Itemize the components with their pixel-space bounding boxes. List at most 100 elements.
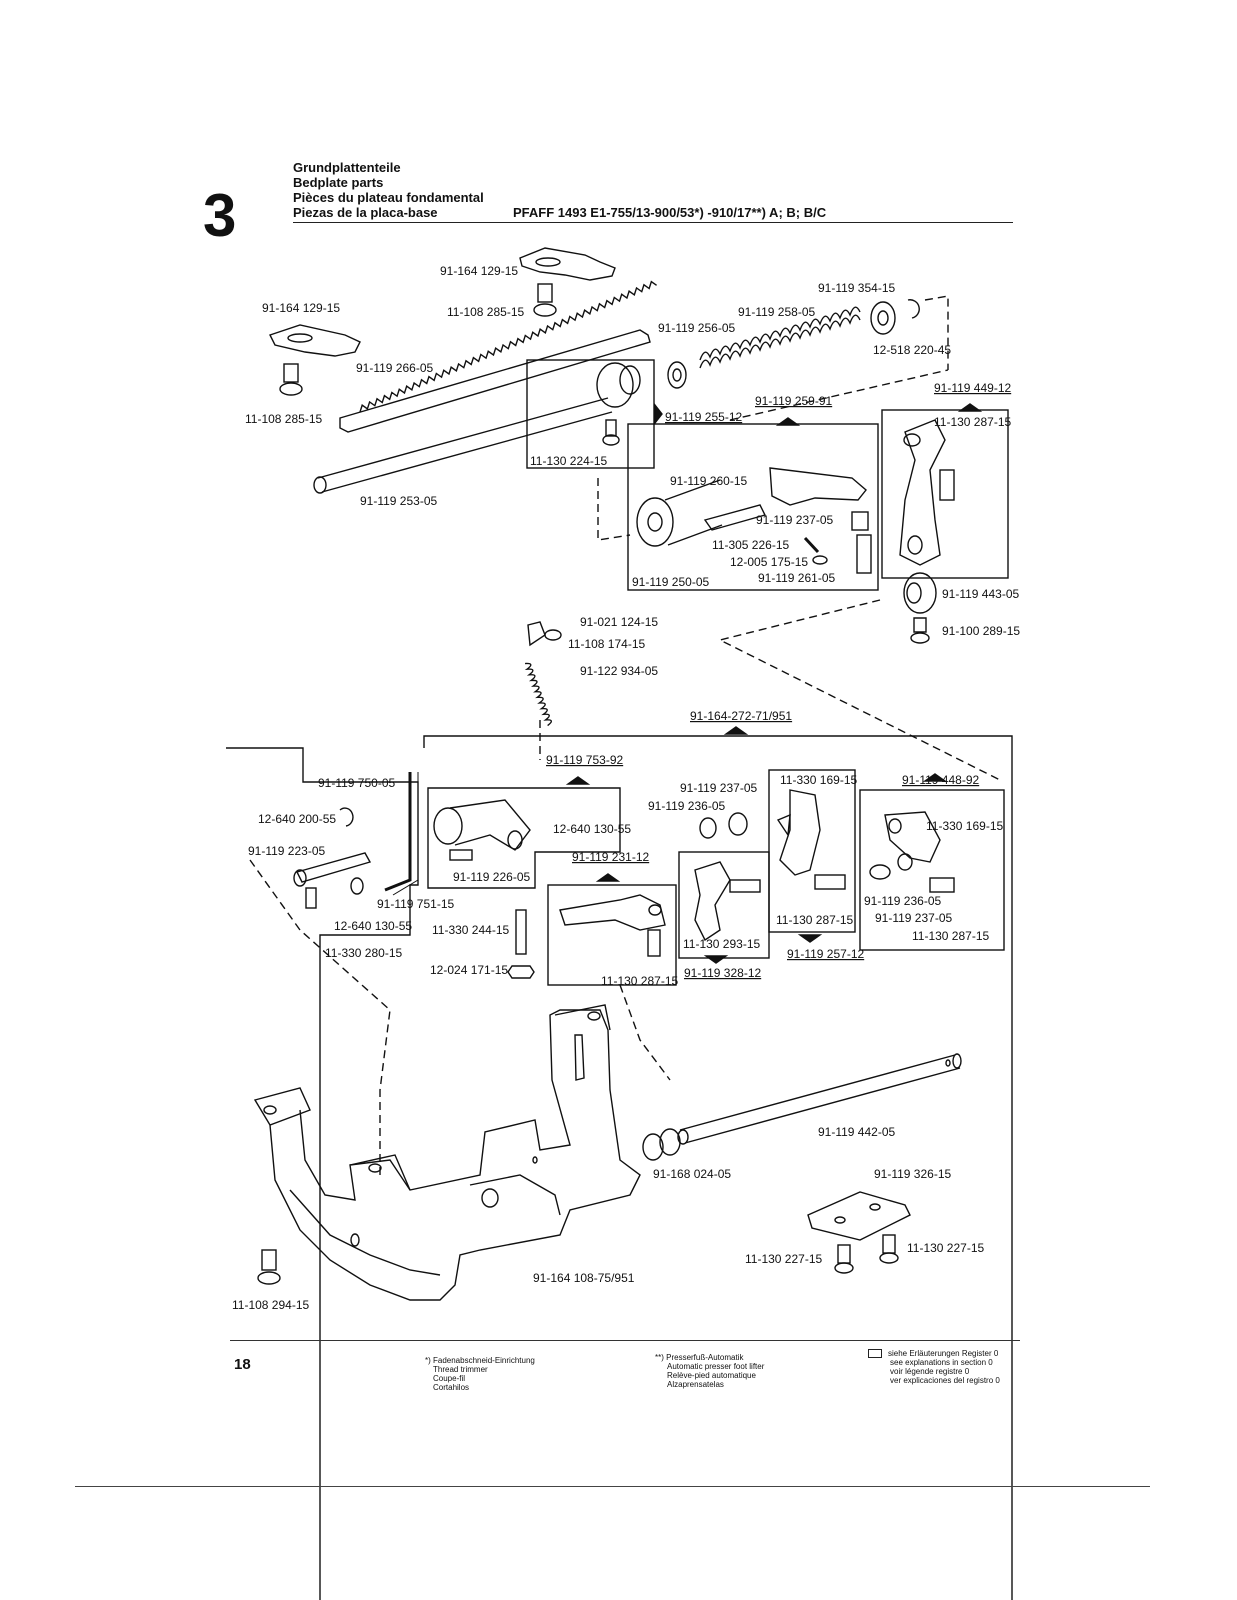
part-number-label: 91-119 236-05	[648, 799, 726, 813]
pawl-detail-box	[547, 884, 677, 986]
part-number-label: 11-108 174-15	[568, 637, 646, 651]
legend-note: siehe Erläuterungen Register 0 see expla…	[868, 1349, 1000, 1385]
hook-detail-box	[768, 769, 856, 933]
bracket-assembly	[869, 811, 955, 893]
screw-clip	[544, 629, 562, 641]
footnote-line: **) Presserfuß-Automatik	[655, 1353, 744, 1362]
washer-small	[350, 877, 364, 895]
stud-screw	[507, 909, 535, 979]
footer-rule	[230, 1340, 1020, 1341]
part-number-label: 91-119 750-05	[318, 776, 396, 790]
collar-detail-box	[526, 359, 655, 469]
title-spanish: Piezas de la placa-base	[293, 205, 438, 220]
part-number-label: 91-119 354-15	[818, 281, 896, 295]
part-number-label: 91-119 236-05	[864, 894, 942, 908]
shaft-long	[313, 397, 613, 494]
part-number-label: 91-119 751-15	[377, 897, 455, 911]
lever-subassembly-box	[427, 787, 621, 889]
marker-triangle	[723, 726, 749, 735]
screw-bottom-left	[257, 1249, 281, 1285]
header-rule	[293, 222, 1013, 223]
screw-roller	[913, 617, 927, 633]
footnote-line: Cortahilos	[433, 1383, 470, 1392]
part-number-label: 11-305 226-15	[712, 538, 790, 552]
part-number-label: 91-100 289-15	[942, 624, 1020, 638]
legend-line: siehe Erläuterungen Register 0	[888, 1349, 999, 1358]
footnote-line: *) Fadenabschneid-Einrichtung	[425, 1356, 535, 1365]
bracket-plate-left	[269, 324, 361, 357]
hook	[776, 789, 846, 890]
part-number-label: 91-119 449-12	[934, 381, 1012, 395]
base-outline	[226, 735, 1013, 1600]
bottom-rule	[75, 1486, 1150, 1487]
retaining-ring	[907, 299, 920, 319]
part-number-label: 91-119 442-05	[818, 1125, 896, 1139]
part-number-label: 11-130 287-15	[912, 929, 990, 943]
crank-detail-box	[627, 423, 879, 591]
part-number-label: 91-119 258-05	[738, 305, 816, 319]
part-number-label: 91-119 253-05	[360, 494, 438, 508]
part-number-label: 11-130 287-15	[934, 415, 1012, 429]
shaft-lower	[677, 1053, 962, 1145]
part-number-label: 11-330 244-15	[432, 923, 510, 937]
part-number-label: 91-119 237-05	[680, 781, 758, 795]
part-number-label: 11-330 169-15	[926, 819, 1004, 833]
compression-spring	[699, 306, 861, 369]
part-number-label: 11-130 287-15	[601, 974, 679, 988]
collar	[596, 362, 641, 446]
bracket-plate-top	[519, 247, 616, 281]
part-number-label: 91-164-272-71/951	[690, 709, 792, 723]
pointer-arrow	[654, 402, 663, 426]
part-number-label: 12-640 130-55	[553, 822, 631, 836]
part-number-label: 91-164 108-75/951	[533, 1271, 635, 1285]
crank-assembly	[636, 467, 872, 574]
bushing-a	[699, 817, 717, 839]
title-block: Grundplattenteile Bedplate parts Pièces …	[293, 160, 484, 220]
part-number-label: 91-119 448-92	[902, 773, 980, 787]
pawl	[559, 894, 666, 957]
part-number-label: 12-640 200-55	[258, 812, 336, 826]
part-number-label: 91-119 443-05	[942, 587, 1020, 601]
section-number: 3	[203, 182, 237, 249]
part-number-label: 91-119 223-05	[248, 844, 326, 858]
toothed-rack	[339, 280, 657, 433]
part-number-label: 91-119 328-12	[684, 966, 762, 980]
title-french: Pièces du plateau fondamental	[293, 190, 484, 205]
footnote-line: Automatic presser foot lifter	[667, 1362, 765, 1371]
part-number-label: 91-119 250-05	[632, 575, 710, 589]
footnote-line: Relève-pied automatique	[667, 1371, 756, 1380]
part-number-label: 12-005 175-15	[730, 555, 808, 569]
lever-subassembly	[433, 799, 531, 861]
part-number-label: 91-119 260-15	[670, 474, 748, 488]
part-number-label: 91-168 024-05	[653, 1167, 731, 1181]
cover-screws	[834, 1234, 899, 1274]
title-english: Bedplate parts	[293, 175, 384, 190]
set-screw	[305, 887, 317, 909]
lever	[899, 419, 955, 566]
part-number-label: 12-518 220-45	[873, 343, 951, 357]
part-number-label: 91-119 256-05	[658, 321, 736, 335]
bent-rod	[384, 772, 412, 892]
washer-left	[667, 361, 687, 389]
part-number-label: 91-119 255-12	[665, 410, 743, 424]
part-number-label: 91-119 266-05	[356, 361, 434, 375]
part-callouts: 91-164 129-15 11-108 285-15 91-164 129-15 1…	[232, 264, 1020, 1312]
footnote-line: Thread trimmer	[433, 1365, 488, 1374]
part-number-label: 91-119 259-91	[755, 394, 833, 408]
part-number-label: 11-130 287-15	[776, 913, 854, 927]
part-number-label: 91-119 226-05	[453, 870, 531, 884]
part-number-label: 91-119 257-12	[787, 947, 865, 961]
part-number-label: 91-164 129-15	[440, 264, 518, 278]
legend-line: ver explicaciones del registro 0	[890, 1376, 1000, 1386]
footnote-thread-trimmer: *) Fadenabschneid-Einrichtung Thread tri…	[425, 1356, 535, 1392]
part-number-label: 91-164 129-15	[262, 301, 340, 315]
part-number-label: 11-108 285-15	[245, 412, 323, 426]
footnote-line: Coupe-fil	[433, 1374, 466, 1383]
footnote-presser-foot: **) Presserfuß-Automatik Automatic press…	[655, 1353, 764, 1389]
ring-left	[339, 807, 354, 827]
clip-plate	[527, 621, 546, 647]
screw-left	[279, 363, 303, 396]
washer-right	[870, 301, 896, 335]
pin	[295, 852, 372, 883]
